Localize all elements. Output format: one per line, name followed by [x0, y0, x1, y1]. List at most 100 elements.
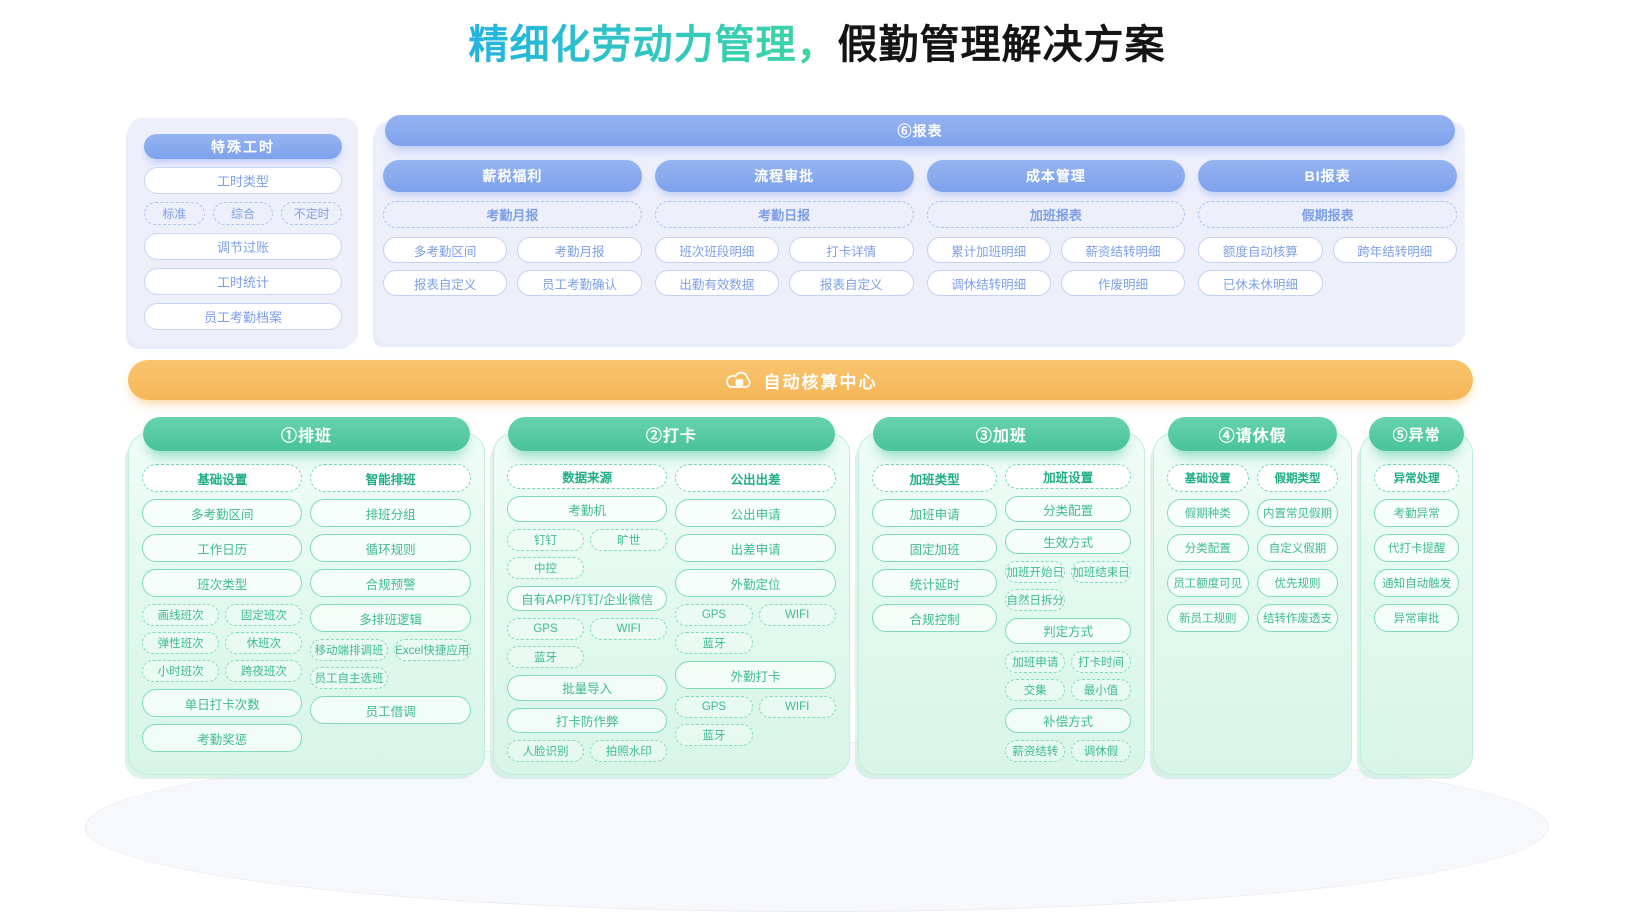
feature-pill: 多排班逻辑: [310, 604, 471, 632]
tag-chip: 交集: [1005, 678, 1066, 701]
report-column-bi: BI报表 假期报表 额度自动核算跨年结转明细已休未休明细: [1198, 160, 1457, 296]
tag-chip: 画线班次: [142, 604, 220, 626]
module-abnormal: ⑤异常 异常处理考勤异常代打卡提醒通知自动触发异常审批: [1360, 417, 1473, 775]
report-column-header: 成本管理: [926, 160, 1186, 192]
module-column: 基础设置假期种类分类配置员工额度可见新员工规则: [1166, 464, 1249, 762]
report-column-header: BI报表: [1198, 160, 1457, 192]
section-header-pill: 基础设置: [1166, 464, 1249, 492]
report-chip: 额度自动核算: [1198, 237, 1323, 263]
module-header-pill: ②打卡: [507, 417, 835, 451]
tag-chip: 固定班次: [225, 604, 303, 626]
report-chip-grid: 班次班段明细打卡详情出勤有效数据报表自定义: [654, 237, 914, 296]
report-chip: 报表自定义: [789, 270, 914, 296]
report-chip: 已休未休明细: [1198, 270, 1323, 296]
cloud-calculator-icon: [724, 370, 754, 391]
chip-row: 薪资结转调休假: [1005, 740, 1131, 763]
feature-pill: 员工借调: [310, 696, 471, 724]
modules-row: ①排班 基础设置多考勤区间工作日历班次类型画线班次固定班次弹性班次休班次小时班次…: [128, 417, 1473, 775]
report-chip-grid: 累计加班明细薪资结转明细调休结转明细作废明细: [926, 237, 1186, 296]
module-header-pill: ⑤异常: [1369, 417, 1464, 451]
module-column: 加班设置分类配置生效方式加班开始日加班结束日自然日拆分判定方式加班申请打卡时间交…: [1005, 464, 1131, 763]
report-chip: 出勤有效数据: [654, 270, 780, 296]
page-title: 精细化劳动力管理，假勤管理解决方案: [0, 12, 1634, 70]
module-body: 基础设置多考勤区间工作日历班次类型画线班次固定班次弹性班次休班次小时班次跨夜班次…: [129, 434, 484, 774]
reports-panel: ⑥报表 薪税福利 考勤月报 多考勤区间考勤月报报表自定义员工考勤确认 流程审批 …: [375, 115, 1465, 344]
tag-chip: 蓝牙: [675, 632, 753, 654]
tag-chip: 蓝牙: [506, 646, 585, 669]
feature-pill: 判定方式: [1005, 618, 1131, 644]
feature-pill: 分类配置: [1166, 534, 1249, 562]
feature-pill: 员工考勤档案: [144, 303, 342, 330]
report-column-subheader: 考勤日报: [654, 201, 914, 228]
section-header-pill: 公出出差: [675, 464, 836, 492]
module-header-pill: ③加班: [872, 417, 1130, 451]
report-chip: 报表自定义: [383, 270, 508, 296]
tag-chip: GPS: [675, 604, 753, 626]
feature-pill: 新员工规则: [1166, 604, 1249, 632]
module-column: 基础设置多考勤区间工作日历班次类型画线班次固定班次弹性班次休班次小时班次跨夜班次…: [142, 464, 303, 762]
tag-chip: 调休假: [1071, 740, 1131, 763]
feature-pill: 排班分组: [310, 499, 471, 527]
report-column-subheader: 假期报表: [1198, 201, 1457, 228]
chip-row: 标准综合不定时: [144, 202, 343, 225]
feature-pill: 补偿方式: [1005, 707, 1131, 734]
special-hours-panel: 特殊工时 工时类型标准综合不定时调节过账工时统计员工考勤档案: [128, 118, 358, 346]
tag-chip: 加班申请: [1005, 650, 1066, 673]
feature-pill: 外勤定位: [675, 569, 836, 597]
report-chip: 调休结转明细: [926, 270, 1051, 296]
module-column: 加班类型加班申请固定加班统计延时合规控制: [871, 464, 998, 762]
tag-chip: 小时班次: [142, 660, 220, 682]
feature-pill: 固定加班: [871, 534, 998, 562]
section-header-pill: 智能排班: [310, 464, 471, 492]
tag-chip: 不定时: [281, 202, 343, 225]
tag-chip: 人脸识别: [506, 740, 585, 763]
tag-chip: 弹性班次: [142, 632, 220, 654]
feature-pill: 员工额度可见: [1166, 569, 1249, 597]
feature-pill: 多考勤区间: [142, 499, 303, 527]
tag-chip: 标准: [144, 202, 205, 225]
tag-chip: 综合: [212, 202, 274, 225]
feature-pill: 加班申请: [871, 499, 998, 527]
feature-pill: 结转作废透支: [1256, 604, 1339, 632]
feature-pill: 工时统计: [144, 268, 342, 295]
module-body: 基础设置假期种类分类配置员工额度可见新员工规则 假期类型内置常见假期自定义假期优…: [1154, 434, 1351, 774]
module-scheduling: ①排班 基础设置多考勤区间工作日历班次类型画线班次固定班次弹性班次休班次小时班次…: [128, 417, 485, 775]
feature-pill: 异常审批: [1374, 604, 1459, 632]
feature-pill: 出差申请: [675, 534, 836, 562]
module-body: 加班类型加班申请固定加班统计延时合规控制 加班设置分类配置生效方式加班开始日加班…: [859, 434, 1144, 774]
report-chip-grid: 多考勤区间考勤月报报表自定义员工考勤确认: [383, 237, 642, 296]
tag-chip: 蓝牙: [675, 724, 753, 746]
report-chip: 薪资结转明细: [1060, 237, 1186, 263]
tag-chip: 旷世: [590, 528, 668, 551]
feature-pill: 调节过账: [144, 233, 342, 260]
report-column-header: 流程审批: [654, 160, 914, 192]
module-header-pill: ①排班: [143, 417, 470, 451]
report-chip: 累计加班明细: [926, 237, 1051, 263]
feature-pill: 打卡防作弊: [506, 707, 668, 734]
reports-header-bar: ⑥报表: [385, 115, 1455, 146]
tag-chip: 中控: [506, 556, 585, 579]
feature-pill: 代打卡提醒: [1374, 534, 1459, 562]
feature-pill: 假期种类: [1166, 499, 1249, 527]
feature-pill: 生效方式: [1005, 528, 1131, 555]
report-chip: 跨年结转明细: [1332, 237, 1457, 263]
module-column: 异常处理考勤异常代打卡提醒通知自动触发异常审批: [1374, 464, 1459, 762]
reports-grid: 薪税福利 考勤月报 多考勤区间考勤月报报表自定义员工考勤确认 流程审批 考勤日报…: [383, 160, 1457, 296]
tag-chip: 薪资结转: [1005, 740, 1066, 763]
section-header-pill: 假期类型: [1256, 464, 1339, 492]
tag-chip: 员工自主选班: [310, 667, 388, 689]
feature-pill: 公出申请: [675, 499, 836, 527]
section-header-pill: 异常处理: [1374, 464, 1459, 492]
module-overtime: ③加班 加班类型加班申请固定加班统计延时合规控制 加班设置分类配置生效方式加班开…: [857, 417, 1145, 775]
chip-row: 加班开始日加班结束日自然日拆分: [1005, 561, 1131, 612]
auto-calc-bar: 自动核算中心: [128, 360, 1473, 400]
report-column-approval: 流程审批 考勤日报 班次班段明细打卡详情出勤有效数据报表自定义: [654, 160, 914, 296]
tag-chip: 加班结束日: [1071, 561, 1131, 584]
tag-chip: WIFI: [590, 618, 668, 641]
section-header-pill: 基础设置: [142, 464, 303, 492]
report-chip: 员工考勤确认: [517, 270, 642, 296]
